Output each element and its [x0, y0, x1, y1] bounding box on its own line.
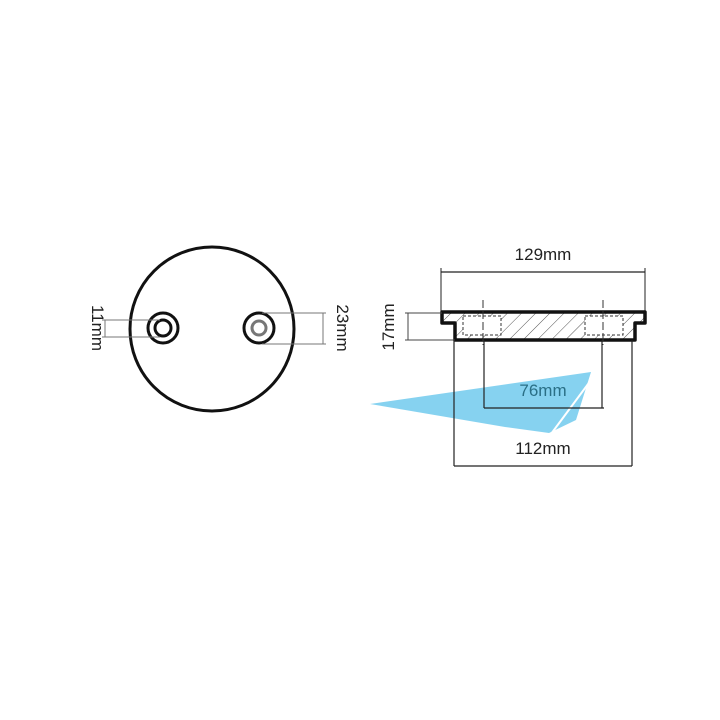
overall-width-dimension: 129mm: [440, 245, 646, 312]
inner-width-dimension: 76mm: [483, 340, 604, 409]
left-boss-outer: [146, 311, 180, 345]
right-hole-cutout: [584, 315, 624, 336]
section-outline: [440, 310, 647, 342]
top-view: 11mm 23mm: [88, 245, 352, 413]
left-hole-cutout: [462, 315, 502, 336]
boss-diameter-label: 23mm: [333, 304, 352, 351]
disc-outline: [128, 245, 296, 413]
boss-dimension: 23mm: [262, 304, 352, 352]
left-hole-inner: [153, 318, 173, 338]
section-view: 129mm 17mm: [370, 245, 647, 467]
hole-diameter-label: 11mm: [88, 305, 107, 351]
inner-width-label: 76mm: [519, 381, 566, 400]
right-boss-outer: [242, 311, 276, 345]
overall-width-label: 129mm: [515, 245, 572, 264]
base-width-label: 112mm: [515, 439, 570, 458]
highlight-wedge: [370, 372, 591, 433]
height-label: 17mm: [379, 303, 398, 350]
height-dimension: 17mm: [379, 303, 455, 351]
right-hole-inner: [250, 319, 268, 337]
base-width-dimension: 112mm: [453, 340, 633, 467]
hole-dimension: 11mm: [88, 305, 160, 351]
highlight-wedge-gap: [550, 375, 595, 435]
